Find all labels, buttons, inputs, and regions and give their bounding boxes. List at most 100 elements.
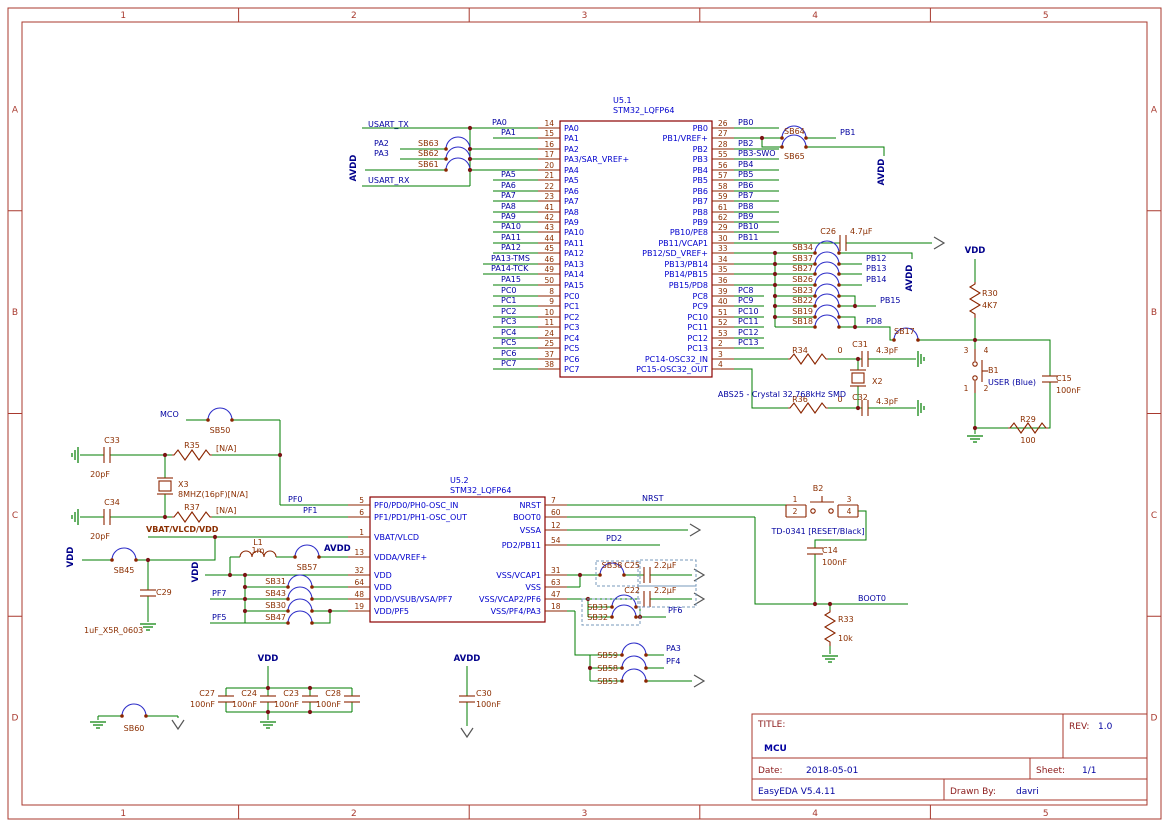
capacitor-C34[interactable] [103, 509, 111, 525]
wire[interactable] [839, 316, 856, 327]
gnd-arrow-symbol[interactable] [689, 523, 702, 537]
resistor-R34[interactable] [788, 353, 828, 365]
net-label: PC1 [501, 296, 517, 305]
crystal-X3[interactable] [157, 477, 173, 495]
net-label: PB13 [866, 264, 887, 273]
resistor-R35[interactable] [172, 449, 212, 461]
solder-bridge-SB61[interactable] [444, 157, 472, 172]
capacitor-C14[interactable] [807, 547, 823, 555]
crystal-X2[interactable] [850, 369, 866, 387]
resistor-R29[interactable] [1008, 422, 1048, 434]
solder-bridge-SB23[interactable] [813, 283, 841, 298]
wire[interactable] [136, 537, 216, 561]
capacitor-C30[interactable] [459, 695, 475, 703]
capacitor-C26[interactable] [839, 235, 847, 251]
solder-bridge-SB19[interactable] [813, 304, 841, 319]
solder-bridge-SB32[interactable] [610, 604, 638, 619]
gnd-symbol[interactable] [71, 447, 79, 463]
ic-body[interactable] [559, 120, 713, 378]
wire[interactable] [839, 295, 856, 306]
solder-bridge-SB38[interactable] [598, 562, 626, 577]
capacitor-C25[interactable] [643, 567, 651, 583]
solder-bridge-SB65[interactable] [780, 134, 808, 149]
ref-label: 1uF_X5R_0603 [84, 626, 143, 635]
gnd-arrow-symbol[interactable] [693, 674, 706, 688]
ic-U5.2[interactable]: U5.2STM32_LQFP645PF0/PD0/PH0-OSC_IN6PF1/… [348, 476, 567, 623]
solder-bridge-SB50[interactable] [206, 407, 234, 422]
frame-col-label: 1 [120, 11, 126, 21]
capacitor-C15[interactable] [1042, 375, 1058, 383]
gnd-symbol[interactable] [90, 721, 106, 729]
gnd-arrow-symbol[interactable] [933, 236, 946, 250]
gnd-symbol[interactable] [917, 400, 925, 416]
gnd-symbol[interactable] [967, 435, 983, 443]
solder-bridge-SB59[interactable] [620, 642, 648, 657]
net-label: PD8 [866, 317, 882, 326]
gnd-arrow-symbol[interactable] [693, 568, 706, 582]
wire[interactable] [839, 326, 894, 341]
inductor-L1[interactable] [239, 550, 277, 558]
solder-bridge-SB33[interactable] [610, 594, 638, 609]
solder-bridge-SB30[interactable] [286, 598, 314, 613]
gnd-symbol[interactable] [140, 623, 156, 631]
wire[interactable] [1008, 382, 1051, 429]
solder-bridge-SB47[interactable] [286, 610, 314, 625]
ic-refdes: U5.1 [613, 96, 632, 105]
solder-bridge-SB63[interactable] [444, 136, 472, 151]
solder-bridge-SB17[interactable] [892, 327, 920, 342]
solder-bridge-SB45[interactable] [110, 547, 138, 562]
wire[interactable] [734, 368, 788, 409]
capacitor-C29[interactable] [140, 589, 156, 597]
resistor-R33[interactable] [823, 610, 837, 646]
wire[interactable] [806, 146, 885, 156]
junction-dot [307, 709, 313, 715]
capacitor-C23[interactable] [302, 695, 318, 703]
date-value: 2018-05-01 [806, 766, 858, 776]
ic-U5.1[interactable]: U5.1STM32_LQFP6414PA015PA116PA217PA3/SAR… [538, 96, 734, 378]
resistor-R36[interactable] [788, 402, 828, 414]
solder-bridge-SB53[interactable] [620, 668, 648, 683]
gnd-arrow-symbol[interactable] [693, 592, 706, 606]
solder-bridge-SB34[interactable] [813, 240, 841, 255]
wire[interactable] [312, 611, 331, 624]
gnd-symbol[interactable] [822, 655, 838, 663]
gnd-symbol[interactable] [260, 721, 276, 729]
solder-bridge-SB26[interactable] [813, 272, 841, 287]
solder-bridge-SB37[interactable] [813, 251, 841, 266]
resistor-R30[interactable] [968, 282, 982, 318]
capacitor-C28[interactable] [344, 695, 360, 703]
wire[interactable] [761, 138, 782, 148]
capacitor-C27[interactable] [218, 695, 234, 703]
solder-bridge-SB31[interactable] [286, 574, 314, 589]
resistor-R37[interactable] [172, 511, 212, 523]
gnd-arrow-symbol[interactable] [171, 719, 185, 731]
gnd-symbol[interactable] [71, 509, 79, 525]
wire[interactable] [814, 510, 867, 548]
capacitor-C33[interactable] [103, 447, 111, 463]
solder-bridge-SB58[interactable] [620, 655, 648, 670]
capacitor-C31[interactable] [861, 351, 869, 367]
solder-bridge-SB43[interactable] [286, 586, 314, 601]
gnd-symbol[interactable] [917, 351, 925, 367]
wire[interactable] [754, 517, 908, 605]
gnd-arrow-symbol[interactable] [460, 727, 474, 739]
wire[interactable] [975, 339, 1051, 376]
net-label: PB6 [738, 181, 753, 190]
solder-bridge-SB57[interactable] [293, 544, 321, 559]
solder-bridge-SB18[interactable] [813, 314, 841, 329]
solder-bridge-SB64[interactable] [780, 125, 808, 140]
solder-bridge-SB22[interactable] [813, 293, 841, 308]
wire[interactable] [839, 252, 913, 259]
ic-body[interactable] [369, 496, 546, 623]
capacitor-C32[interactable] [861, 400, 869, 416]
push-button-B2[interactable] [785, 496, 859, 518]
solder-bridge-SB27[interactable] [813, 261, 841, 276]
capacitor-C22[interactable] [643, 591, 651, 607]
solder-bridge-SB60[interactable] [120, 703, 148, 718]
junction-dot [242, 596, 248, 602]
capacitor-C24[interactable] [260, 695, 276, 703]
push-button-B1[interactable] [972, 349, 988, 393]
solder-bridge-SB62[interactable] [444, 146, 472, 161]
